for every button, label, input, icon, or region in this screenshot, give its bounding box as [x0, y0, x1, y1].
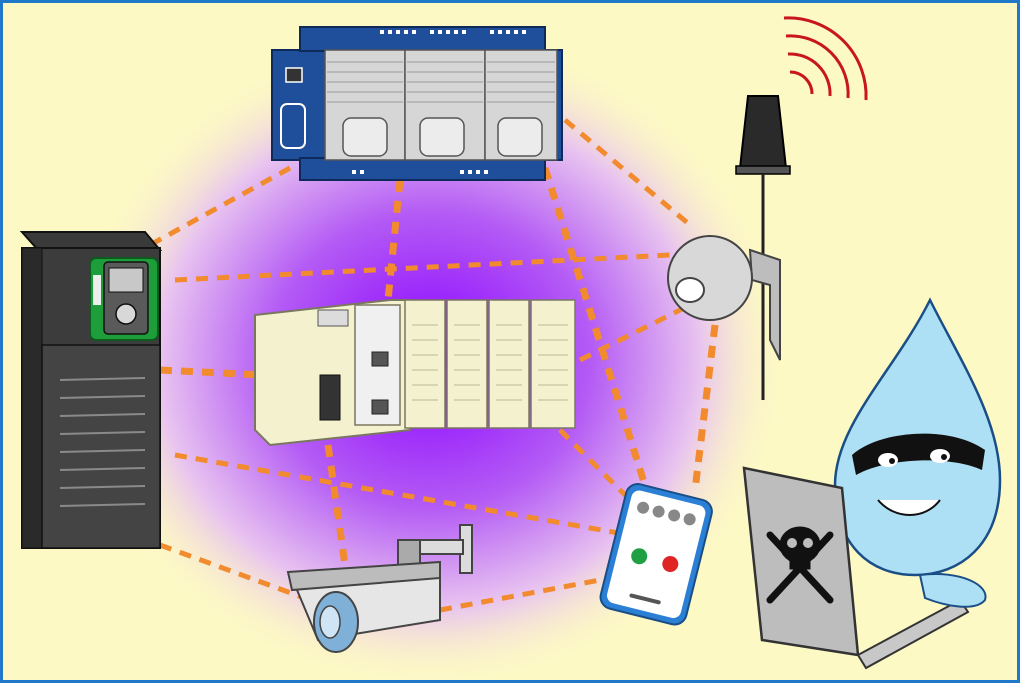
link-camera-phone	[439, 577, 601, 613]
plc-io-modules	[404, 299, 576, 429]
plc-io-module-2	[446, 299, 488, 429]
sd-card-slot-icon	[280, 103, 306, 149]
contact-avatar-3	[668, 509, 681, 522]
laptop-keyboard	[856, 598, 970, 670]
io-module-ribs	[327, 61, 555, 103]
camera-hood	[286, 560, 441, 592]
security-camera	[286, 524, 473, 653]
variable-speed-drive	[19, 231, 163, 549]
plc-io-module-3	[488, 299, 530, 429]
io-rack-top-strip	[299, 26, 546, 52]
link-io-drive	[148, 165, 292, 248]
phone-home-bar	[629, 593, 661, 605]
hacker-eye-left	[878, 453, 898, 467]
drive-vent-slots	[59, 377, 146, 507]
wireless-sensor	[667, 16, 868, 400]
hacker-mask	[852, 433, 985, 475]
usb-port-icon	[285, 67, 303, 83]
ethernet-port-icon	[371, 351, 389, 367]
link-drive-phone	[174, 452, 631, 538]
link-drive-camera	[159, 542, 311, 603]
io-terminal-dots	[352, 30, 526, 174]
sensor-head	[667, 235, 753, 321]
sensor-antenna	[738, 95, 788, 169]
phone-decline-icon	[662, 555, 679, 572]
hacker-pupil-right	[941, 454, 947, 460]
smartphone	[599, 483, 713, 626]
contact-avatar-2	[652, 505, 665, 518]
drive-nav-button	[115, 303, 137, 325]
wifi-signal-icon	[783, 16, 868, 101]
skull-crossbones-icon	[766, 526, 834, 604]
drive-display-screen	[108, 267, 144, 293]
io-rack-base	[299, 157, 546, 181]
link-drive-plc	[159, 366, 263, 379]
sensor-lens	[675, 277, 705, 303]
camera-lens-inner	[319, 605, 341, 639]
plc-io-module-1	[404, 299, 446, 429]
drive-side	[21, 247, 43, 549]
plc-terminal-block	[319, 374, 341, 421]
plc-status-display	[317, 309, 349, 327]
network-links	[148, 118, 719, 613]
drive-label-tag	[93, 275, 101, 305]
hacker-eye-right	[930, 449, 950, 463]
plc-controller	[254, 299, 576, 447]
contact-avatar-1	[637, 501, 650, 514]
link-io-sensor	[563, 118, 692, 227]
link-plc-phone	[558, 428, 632, 502]
link-io-phone	[541, 166, 652, 497]
phone-accept-icon	[631, 548, 648, 565]
drive-lower-panel	[41, 344, 161, 549]
io-window-2	[419, 117, 465, 157]
hacker-grin	[877, 499, 941, 516]
remote-io-rack	[271, 26, 563, 181]
phone-screen	[607, 490, 706, 619]
sensor-antenna-base	[735, 165, 791, 175]
camera-arm	[414, 539, 464, 555]
plc-io-module-4	[530, 299, 576, 429]
hacker-pupil-left	[889, 458, 895, 464]
hacker-laptop	[742, 297, 1002, 670]
io-window-3	[497, 117, 543, 157]
contact-avatar-4	[683, 513, 696, 526]
link-sensor-phone	[691, 324, 719, 491]
io-window-1	[342, 117, 388, 157]
ethernet-port-icon-2	[371, 399, 389, 415]
hacker-hand	[918, 573, 987, 608]
